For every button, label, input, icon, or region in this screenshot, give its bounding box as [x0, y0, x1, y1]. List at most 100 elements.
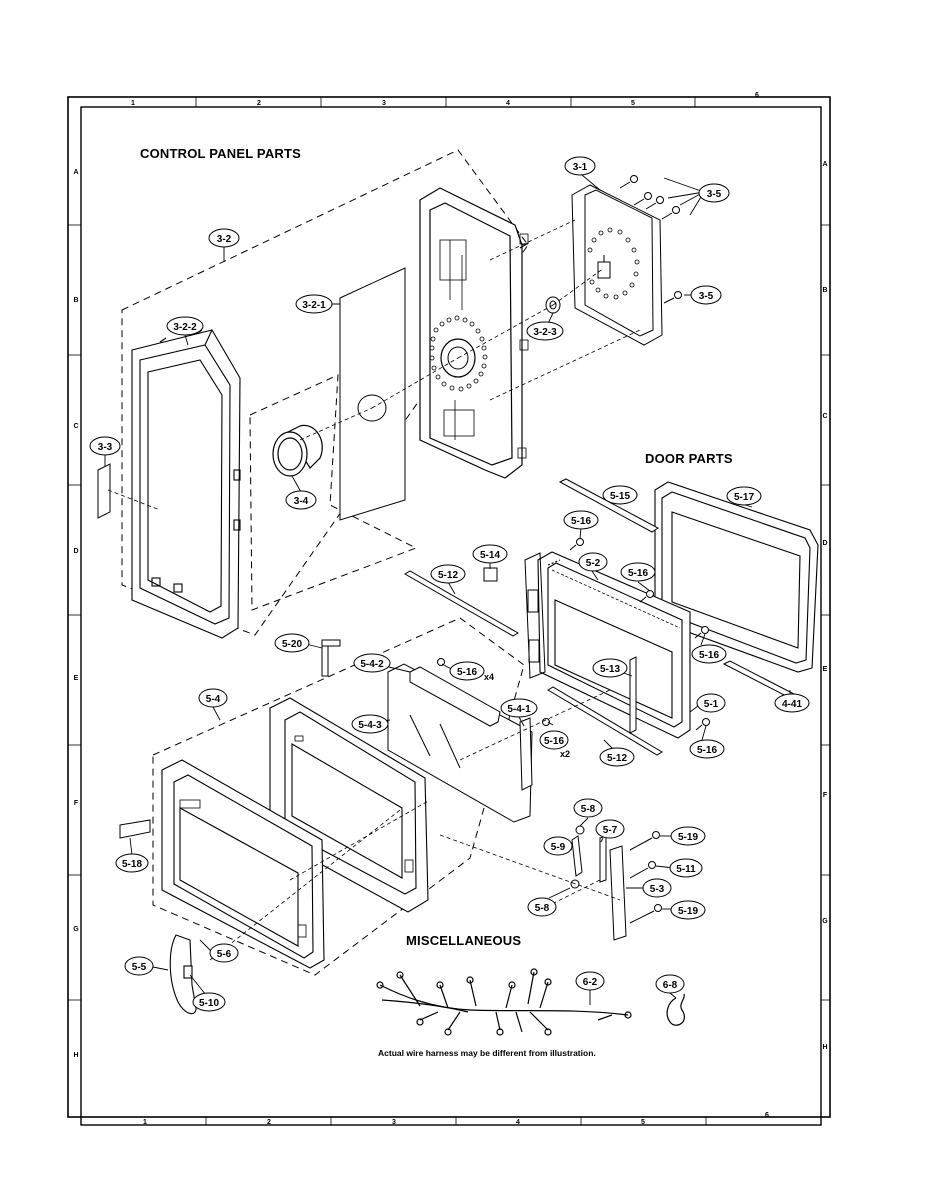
- label-sticker-3-3: [97, 463, 111, 519]
- callout-4-41: 4-41: [774, 693, 810, 713]
- part-number: 6-8: [663, 980, 678, 991]
- callout-5-14: 5-14: [472, 544, 508, 564]
- control-panel-frame-3-2-2: [131, 329, 241, 639]
- callout-3-4: 3-4: [285, 490, 317, 510]
- callout-3-5-upper: 3-5: [698, 183, 730, 203]
- part-number: 5-16: [544, 736, 564, 747]
- part-number: 5-17: [734, 492, 754, 503]
- grid-row-c-right: C: [822, 413, 827, 420]
- part-number: 5-4-3: [358, 720, 382, 731]
- drawing-frame: [67, 96, 831, 1126]
- part-number: 5-19: [678, 906, 698, 917]
- spacer-5-14: [483, 567, 498, 582]
- grid-col-3-bottom: 3: [392, 1119, 396, 1126]
- grid-labels: 1 2 3 4 5 6 1 2 3 4 5 6 A B C D E F G H …: [73, 92, 828, 1126]
- part-number: 3-3: [98, 442, 113, 453]
- part-number: 3-5: [699, 291, 714, 302]
- grid-row-e-right: E: [823, 666, 828, 673]
- callout-5-16-a: 5-16: [563, 510, 599, 530]
- grid-row-a-left: A: [73, 169, 78, 176]
- callout-5-19-upper: 5-19: [670, 826, 706, 846]
- grid-col-6-bottom: 6: [765, 1112, 769, 1119]
- part-number: 5-4-2: [360, 659, 384, 670]
- timer-board-3-1: [571, 184, 663, 346]
- control-panel-insert-3-2-1: [339, 267, 406, 521]
- part-number: 5-18: [122, 859, 142, 870]
- grid-col-2-bottom: 2: [267, 1119, 271, 1126]
- part-number: 5-16: [628, 568, 648, 579]
- part-number: 5-3: [650, 884, 665, 895]
- grid-col-5-bottom: 5: [641, 1119, 645, 1126]
- part-number: 3-1: [573, 162, 588, 173]
- callout-5-16-d: 5-16: [689, 739, 725, 759]
- callout-3-5-lower: 3-5: [690, 285, 722, 305]
- part-callouts: 3-2 3-2-1 3-2-2 3-3 3-4 3-2-3 3-1 3-5 3-…: [89, 156, 810, 1012]
- callout-3-2-1: 3-2-1: [295, 294, 333, 314]
- callout-5-5: 5-5: [124, 956, 154, 976]
- callout-5-1: 5-1: [696, 693, 726, 713]
- grid-row-g-left: G: [73, 926, 79, 933]
- handle-5-5: [169, 934, 197, 1015]
- projection-lines: [107, 219, 641, 961]
- grid-col-5-top: 5: [631, 100, 635, 107]
- outline-panel-insert: [249, 374, 418, 611]
- callout-5-4: 5-4: [198, 688, 228, 708]
- callout-5-12-lower: 5-12: [599, 747, 635, 767]
- callout-6-8: 6-8: [655, 974, 685, 994]
- choke-strips: [404, 478, 796, 756]
- part-number: 3-2-3: [533, 327, 557, 338]
- part-number: 5-13: [600, 664, 620, 675]
- section-title-control-panel: CONTROL PANEL PARTS: [140, 146, 302, 161]
- part-number: 5-4: [206, 694, 221, 705]
- part-number: 3-2-1: [302, 300, 326, 311]
- panel-indicator-dots: [429, 315, 488, 392]
- part-number: 3-5: [707, 189, 722, 200]
- part-number: 5-9: [551, 842, 566, 853]
- callout-5-15: 5-15: [602, 485, 638, 505]
- control-panel-body: [419, 187, 529, 479]
- screws-3-5: [619, 175, 682, 304]
- grid-row-a-right: A: [822, 161, 827, 168]
- timer-contacts: [587, 227, 640, 300]
- callout-5-13: 5-13: [592, 658, 628, 678]
- callout-3-1: 3-1: [564, 156, 596, 176]
- grid-col-1-top: 1: [131, 100, 135, 107]
- callout-5-16-f: 5-16: [539, 730, 569, 750]
- part-number: 5-16: [457, 667, 477, 678]
- part-number: 5-12: [607, 753, 627, 764]
- part-number: 6-2: [583, 977, 598, 988]
- door-screen-part-5-4-2: [409, 666, 501, 727]
- part-number: 5-19: [678, 832, 698, 843]
- part-number: 5-7: [603, 825, 618, 836]
- part-number: 5-5: [132, 962, 147, 973]
- grid-row-b-right: B: [822, 287, 827, 294]
- callout-5-19-lower: 5-19: [670, 900, 706, 920]
- section-title-misc: MISCELLANEOUS: [406, 933, 522, 948]
- grid-col-4-top: 4: [506, 100, 510, 107]
- callout-5-12-upper: 5-12: [430, 564, 466, 584]
- callout-5-11: 5-11: [669, 858, 703, 878]
- grid-row-f-right: F: [823, 792, 828, 799]
- grid-row-d-right: D: [822, 540, 827, 547]
- part-number: 5-10: [199, 998, 219, 1009]
- callout-3-2-3: 3-2-3: [526, 321, 564, 341]
- part-number: 5-4-1: [507, 704, 531, 715]
- callout-3-2: 3-2: [208, 228, 240, 248]
- part-number: 5-15: [610, 491, 630, 502]
- grid-row-b-left: B: [73, 297, 78, 304]
- door-label-5-18: [119, 819, 151, 839]
- door-hardware: [321, 639, 662, 941]
- group-outlines: [121, 149, 529, 976]
- callout-5-8-upper: 5-8: [573, 798, 603, 818]
- callout-5-10: 5-10: [192, 992, 226, 1012]
- callout-5-7: 5-7: [595, 819, 625, 839]
- callout-5-8-lower: 5-8: [527, 897, 557, 917]
- grid-row-g-right: G: [822, 918, 828, 925]
- callout-5-4-2: 5-4-2: [353, 653, 391, 673]
- wire-harness-6-2: [376, 968, 632, 1036]
- grid-col-6-top: 6: [755, 92, 759, 99]
- callout-5-16-c: 5-16: [691, 644, 727, 664]
- door-latch-bracket: [524, 552, 546, 679]
- grid-ticks: [68, 97, 830, 1125]
